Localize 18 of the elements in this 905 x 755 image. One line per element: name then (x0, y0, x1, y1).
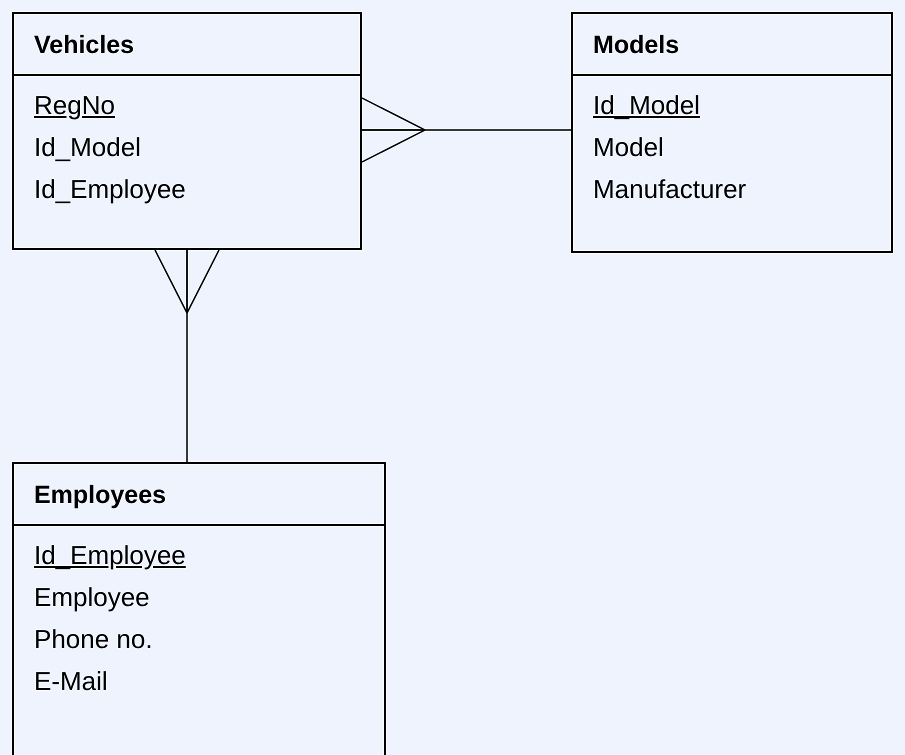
entity-name: Models (593, 31, 680, 59)
primary-key-attribute: RegNo (34, 90, 115, 120)
attribute: Id_Employee (34, 174, 186, 204)
primary-key-attribute: Id_Model (593, 90, 700, 120)
entity-name: Employees (34, 481, 166, 509)
entity-table (571, 12, 893, 253)
attribute: E-Mail (34, 666, 108, 696)
attribute: Manufacturer (593, 174, 746, 204)
relationship-line (361, 97, 571, 163)
attribute: Employee (34, 582, 150, 612)
primary-key-attribute: Id_Employee (34, 540, 186, 570)
entity-table (12, 462, 386, 755)
attribute: Id_Model (34, 132, 141, 162)
entity-name: Vehicles (34, 31, 134, 59)
relationship-line (154, 249, 220, 462)
attribute: Model (593, 132, 664, 162)
entity-table (12, 12, 362, 250)
attribute: Phone no. (34, 624, 153, 654)
